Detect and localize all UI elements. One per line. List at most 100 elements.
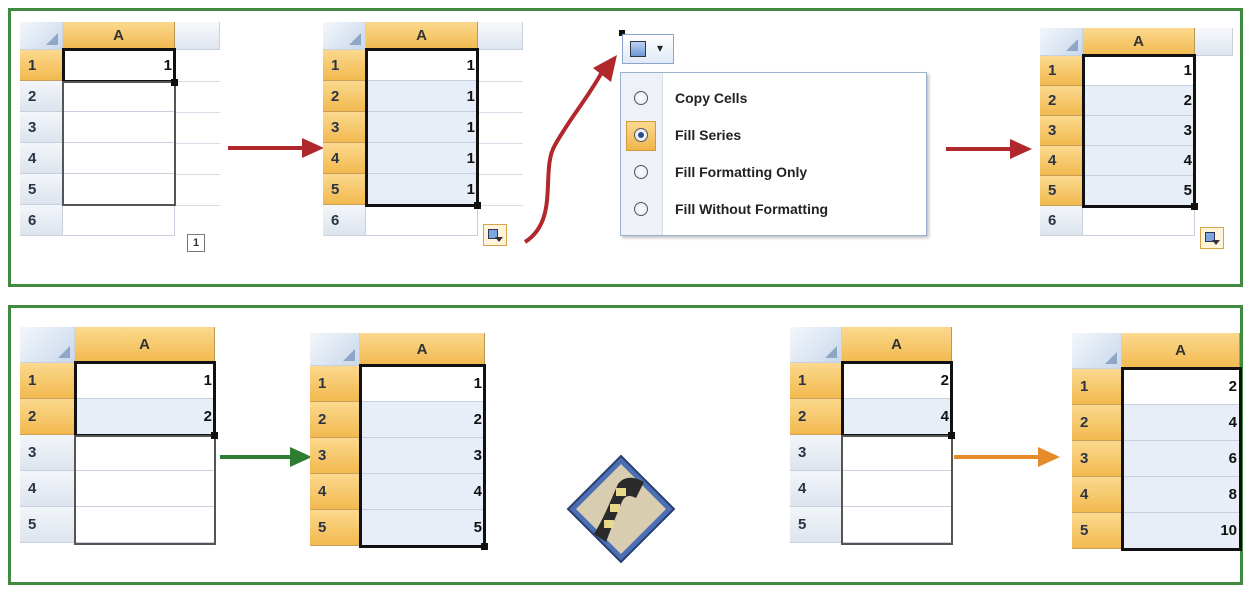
fill-handle[interactable] — [171, 79, 178, 86]
cell-a6[interactable] — [63, 205, 175, 236]
select-all-corner[interactable] — [323, 22, 366, 50]
column-header-a[interactable]: A — [63, 22, 175, 50]
cell-a3[interactable] — [842, 435, 952, 471]
row-header[interactable]: 4 — [20, 471, 75, 507]
cell-a1[interactable]: 1 — [366, 50, 478, 81]
fill-handle[interactable] — [1191, 203, 1198, 210]
cell-a2[interactable]: 1 — [366, 81, 478, 112]
menu-item-copy-cells[interactable]: Copy Cells — [621, 81, 926, 117]
fill-handle[interactable] — [474, 202, 481, 209]
row-header[interactable]: 4 — [1072, 477, 1122, 513]
cell-a1[interactable]: 1 — [360, 366, 485, 402]
cell-a4[interactable] — [842, 471, 952, 507]
cell-a3[interactable]: 1 — [366, 112, 478, 143]
cell-a3[interactable]: 6 — [1122, 441, 1240, 477]
row-header[interactable]: 1 — [20, 363, 75, 399]
row-header[interactable]: 1 — [20, 50, 63, 81]
auto-fill-options-icon[interactable] — [1200, 227, 1224, 249]
select-all-corner[interactable] — [1040, 28, 1083, 56]
row-header[interactable]: 4 — [1040, 146, 1083, 176]
cell-a1[interactable]: 1 — [75, 363, 215, 399]
column-header-b[interactable] — [175, 22, 220, 50]
row-header[interactable]: 5 — [20, 507, 75, 543]
row-header[interactable]: 2 — [310, 402, 360, 438]
cell-a4[interactable]: 1 — [366, 143, 478, 174]
cell-a3[interactable] — [63, 112, 175, 143]
cell-a1[interactable]: 2 — [1122, 369, 1240, 405]
row-header[interactable]: 2 — [20, 399, 75, 435]
fill-handle[interactable] — [481, 543, 488, 550]
row-header[interactable]: 6 — [323, 205, 366, 236]
row-header[interactable]: 2 — [20, 81, 63, 112]
row-header[interactable]: 3 — [20, 112, 63, 143]
row-header[interactable]: 4 — [790, 471, 842, 507]
cell-a4[interactable]: 8 — [1122, 477, 1240, 513]
row-header[interactable]: 2 — [790, 399, 842, 435]
cell-a5[interactable]: 10 — [1122, 513, 1240, 549]
select-all-corner[interactable] — [20, 327, 75, 363]
cell-a4[interactable]: 4 — [360, 474, 485, 510]
auto-fill-options-button[interactable]: ▾ — [622, 34, 674, 64]
select-all-corner[interactable] — [310, 333, 360, 366]
cell-a4[interactable] — [63, 143, 175, 174]
row-header[interactable]: 3 — [1040, 116, 1083, 146]
cell-a1[interactable]: 1 — [1083, 56, 1195, 86]
row-header[interactable]: 3 — [790, 435, 842, 471]
cell-a2[interactable]: 2 — [1083, 86, 1195, 116]
row-header[interactable]: 2 — [1040, 86, 1083, 116]
select-all-corner[interactable] — [790, 327, 842, 363]
row-header[interactable]: 5 — [323, 174, 366, 205]
row-header[interactable]: 5 — [310, 510, 360, 546]
column-header-a[interactable]: A — [366, 22, 478, 50]
select-all-corner[interactable] — [1072, 333, 1122, 369]
cell-a6[interactable] — [1083, 206, 1195, 236]
row-header[interactable]: 2 — [1072, 405, 1122, 441]
cell-a2[interactable]: 2 — [360, 402, 485, 438]
cell-a5[interactable]: 5 — [360, 510, 485, 546]
row-header[interactable]: 6 — [1040, 206, 1083, 236]
auto-fill-options-icon[interactable] — [483, 224, 507, 246]
row-header[interactable]: 3 — [323, 112, 366, 143]
column-header-a[interactable]: A — [360, 333, 485, 366]
fill-handle[interactable] — [948, 432, 955, 439]
cell-a3[interactable]: 3 — [360, 438, 485, 474]
cell-a5[interactable]: 1 — [366, 174, 478, 205]
cell-a4[interactable] — [75, 471, 215, 507]
cell-a5[interactable]: 5 — [1083, 176, 1195, 206]
column-header-a[interactable]: A — [75, 327, 215, 363]
cell-a3[interactable]: 3 — [1083, 116, 1195, 146]
row-header[interactable]: 1 — [310, 366, 360, 402]
row-header[interactable]: 5 — [1040, 176, 1083, 206]
row-header[interactable]: 1 — [1072, 369, 1122, 405]
cell-a1[interactable]: 1 — [63, 50, 175, 81]
cell-a2[interactable]: 4 — [1122, 405, 1240, 441]
cell-a6[interactable] — [366, 205, 478, 236]
cell-a1[interactable]: 2 — [842, 363, 952, 399]
cell-a5[interactable] — [63, 174, 175, 205]
row-header[interactable]: 2 — [323, 81, 366, 112]
row-header[interactable]: 1 — [323, 50, 366, 81]
row-header[interactable]: 1 — [790, 363, 842, 399]
row-header[interactable]: 6 — [20, 205, 63, 236]
row-header[interactable]: 3 — [310, 438, 360, 474]
fill-handle[interactable] — [211, 432, 218, 439]
cell-a5[interactable] — [842, 507, 952, 543]
row-header[interactable]: 1 — [1040, 56, 1083, 86]
column-header-a[interactable]: A — [842, 327, 952, 363]
cell-a3[interactable] — [75, 435, 215, 471]
column-header-b[interactable] — [478, 22, 523, 50]
row-header[interactable]: 5 — [20, 174, 63, 205]
cell-a5[interactable] — [75, 507, 215, 543]
column-header-a[interactable]: A — [1122, 333, 1240, 369]
row-header[interactable]: 4 — [310, 474, 360, 510]
menu-item-fill-formatting-only[interactable]: Fill Formatting Only — [621, 155, 926, 191]
row-header[interactable]: 5 — [1072, 513, 1122, 549]
cell-a2[interactable]: 2 — [75, 399, 215, 435]
menu-item-fill-without-formatting[interactable]: Fill Without Formatting — [621, 192, 926, 228]
cell-a2[interactable] — [63, 81, 175, 112]
column-header-a[interactable]: A — [1083, 28, 1195, 56]
row-header[interactable]: 4 — [323, 143, 366, 174]
menu-item-fill-series[interactable]: Fill Series — [621, 118, 926, 154]
row-header[interactable]: 3 — [20, 435, 75, 471]
row-header[interactable]: 3 — [1072, 441, 1122, 477]
